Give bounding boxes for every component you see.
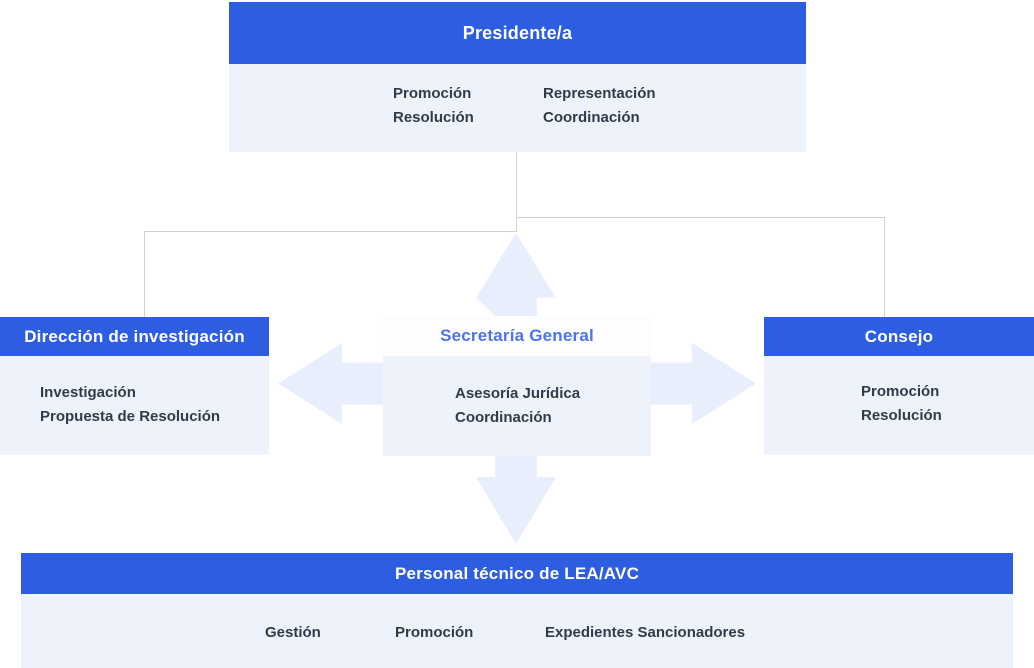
connector-president-stem	[515, 152, 517, 232]
president-box-body: Promoción Resolución Representación Coor…	[229, 64, 806, 152]
president-box: Presidente/a Promoción Resolución Repres…	[229, 2, 806, 152]
function-label: Promoción	[861, 383, 940, 400]
council-box-body: Promoción Resolución	[764, 356, 1034, 455]
secretariat-box: Secretaría General Asesoría Jurídica Coo…	[383, 316, 651, 456]
connector-left-horizontal	[144, 230, 516, 232]
arrow-right-icon	[651, 343, 756, 424]
investigation-box: Dirección de investigación Investigación…	[0, 317, 269, 455]
president-functions-column-2: Representación Coordinación	[543, 82, 656, 130]
staff-box: Personal técnico de LEA/AVC Gestión Prom…	[21, 553, 1013, 668]
connector-left-vertical	[143, 231, 145, 317]
function-label: Expedientes Sancionadores	[545, 624, 746, 641]
function-label: Gestión	[265, 624, 321, 641]
staff-box-title: Personal técnico de LEA/AVC	[21, 553, 1013, 594]
arrow-up-icon	[476, 233, 556, 316]
connector-right-vertical	[883, 217, 885, 317]
secretariat-box-title: Secretaría General	[383, 316, 651, 356]
function-label: Investigación	[40, 384, 136, 401]
arrow-down-icon	[476, 456, 556, 544]
function-label: Propuesta de Resolución	[40, 408, 221, 425]
connector-right-horizontal	[516, 216, 884, 218]
function-label: Promoción	[393, 85, 472, 102]
investigation-box-body: Investigación Propuesta de Resolución	[0, 356, 269, 455]
function-label: Representación	[543, 85, 656, 102]
council-box: Consejo Promoción Resolución	[764, 317, 1034, 455]
secretariat-box-body: Asesoría Jurídica Coordinación	[383, 356, 651, 456]
council-box-title: Consejo	[764, 317, 1034, 356]
function-label: Resolución	[393, 109, 474, 126]
function-label: Asesoría Jurídica	[455, 385, 581, 402]
investigation-box-title: Dirección de investigación	[0, 317, 269, 356]
function-label: Coordinación	[543, 109, 640, 126]
function-label: Resolución	[861, 407, 942, 424]
president-box-title: Presidente/a	[229, 2, 806, 64]
arrow-left-icon	[278, 343, 383, 424]
function-label: Promoción	[395, 624, 474, 641]
staff-box-body: Gestión Promoción Expedientes Sancionado…	[21, 594, 1013, 668]
function-label: Coordinación	[455, 409, 552, 426]
president-functions-column-1: Promoción Resolución	[393, 82, 474, 130]
